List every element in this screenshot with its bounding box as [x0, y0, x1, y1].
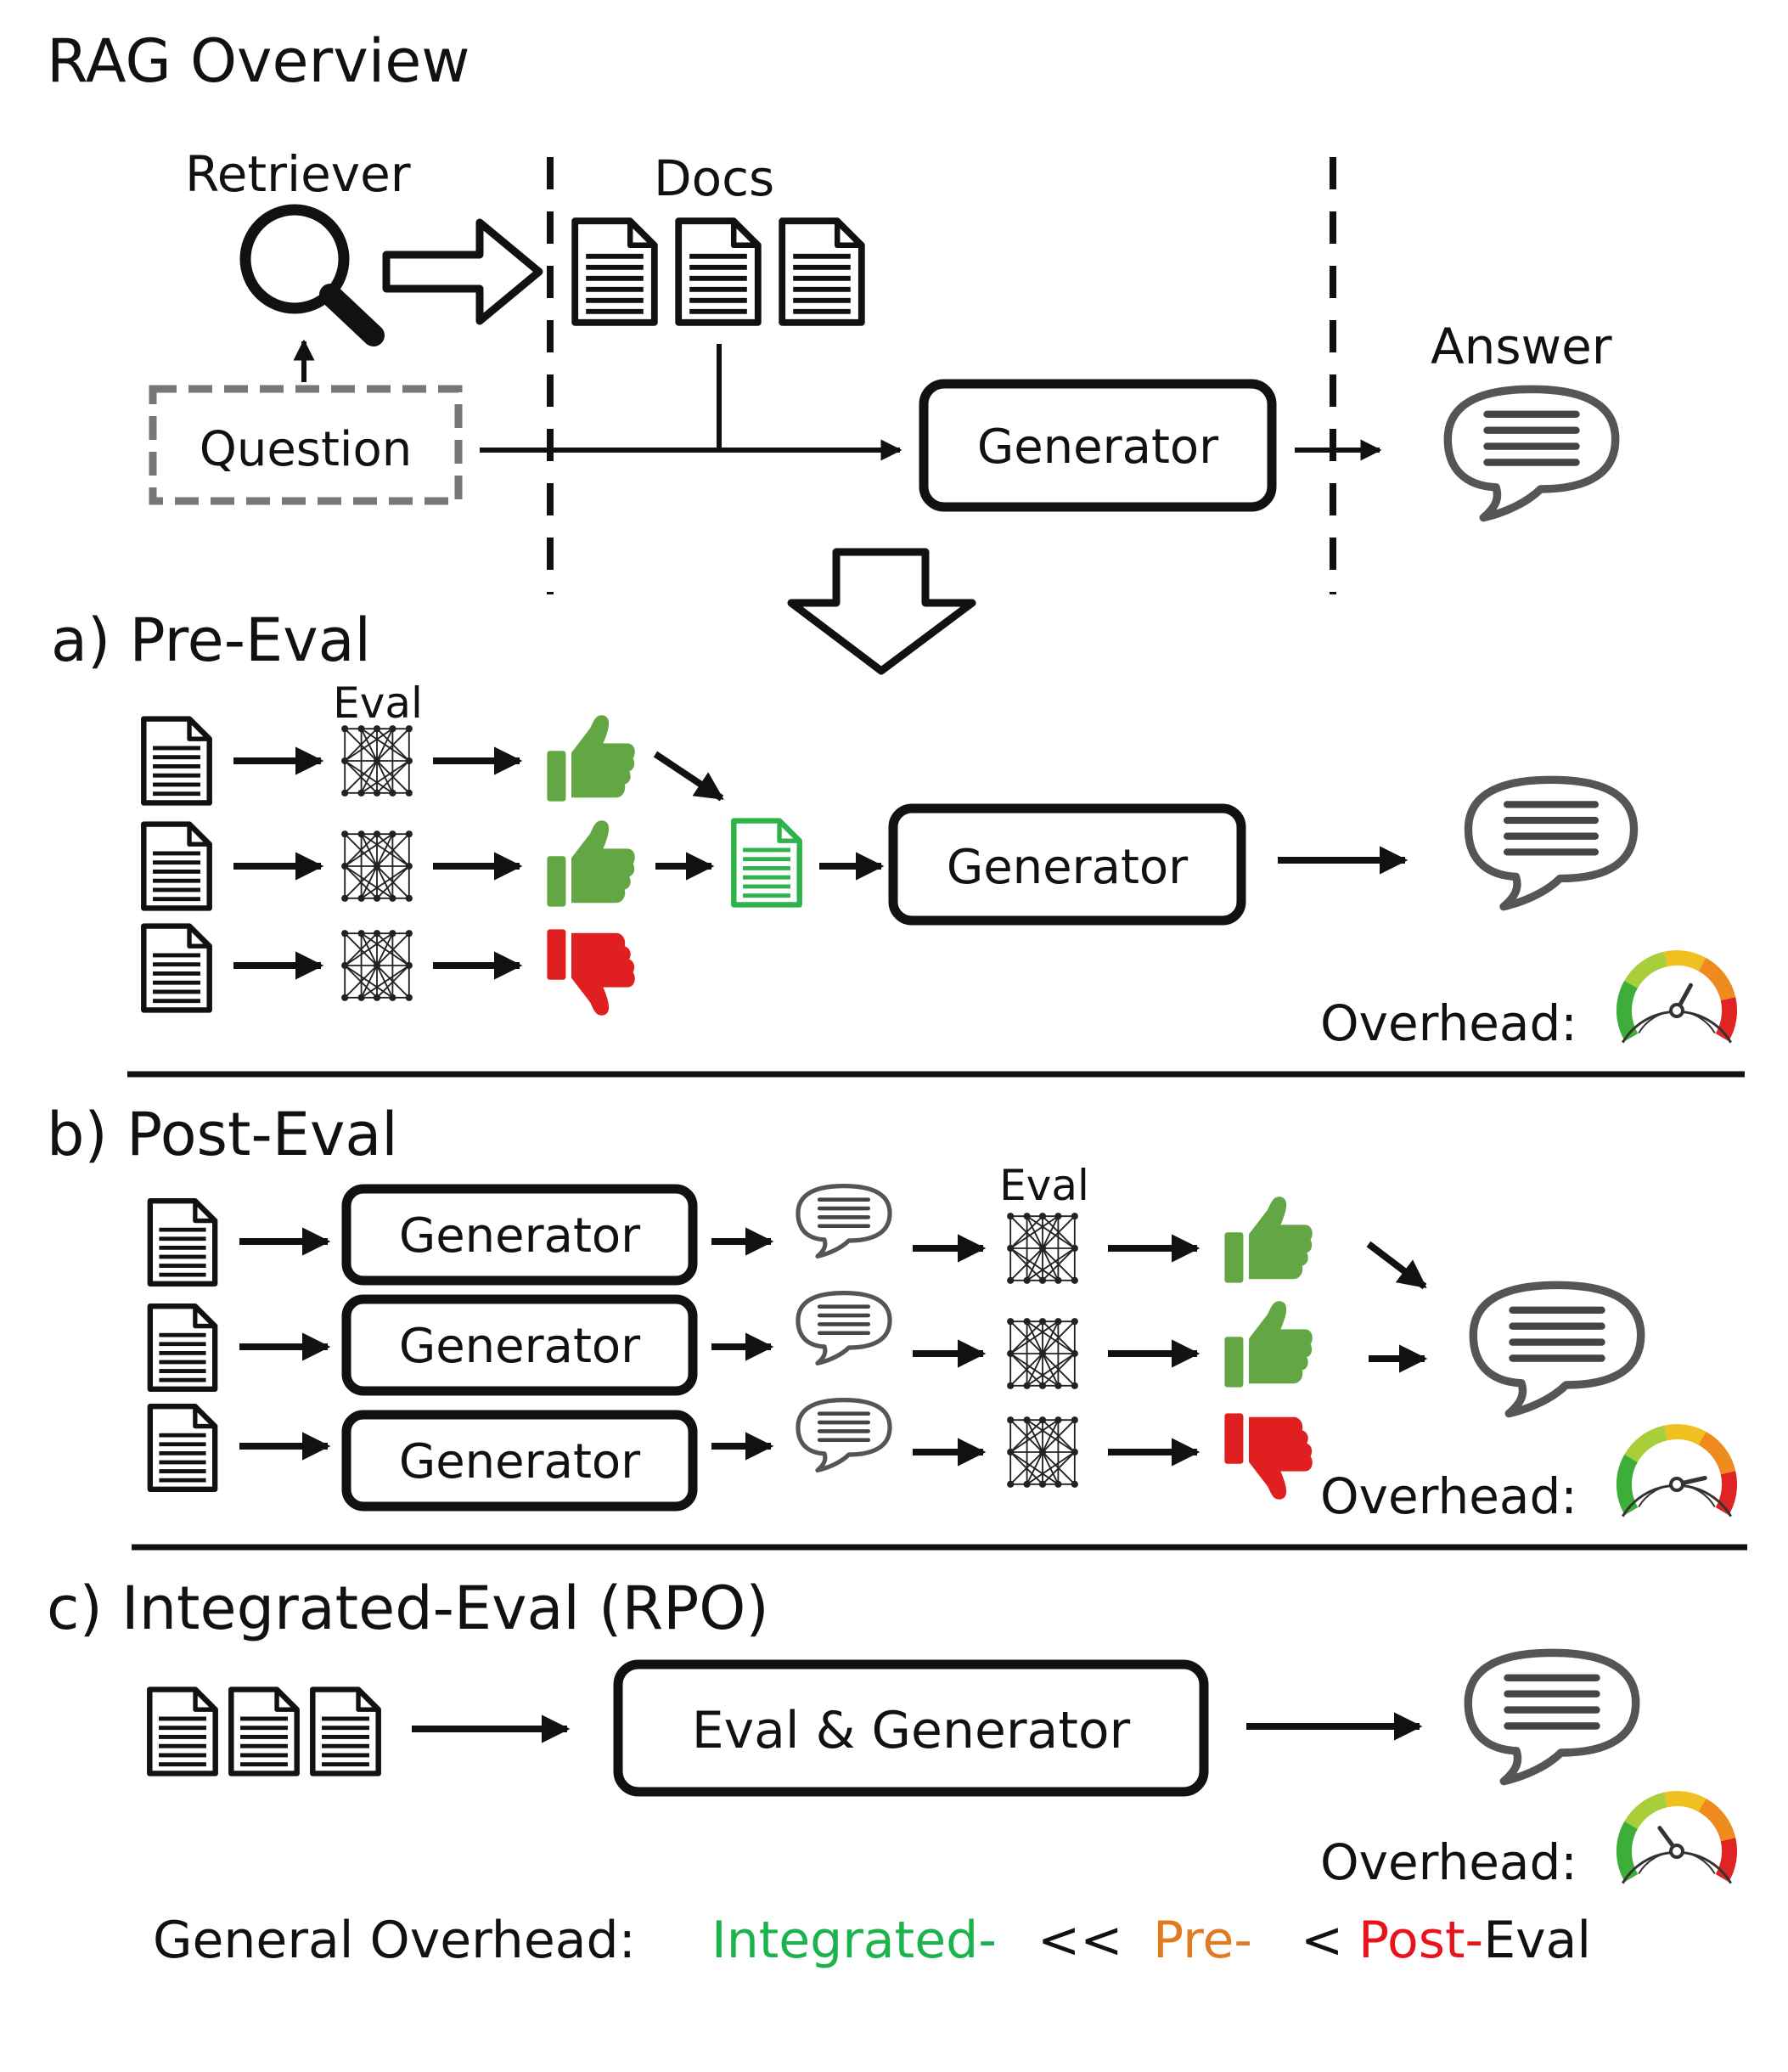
summary-prefix: General Overhead:	[153, 1911, 636, 1970]
document-icon	[143, 926, 209, 1011]
generator-box	[919, 379, 1277, 512]
document-icon	[734, 821, 799, 905]
docs-label: Docs	[654, 149, 774, 207]
speech-bubble-icon	[798, 1293, 890, 1364]
thumbs-up-icon	[1224, 1196, 1313, 1283]
overhead-label: Overhead:	[1320, 1467, 1577, 1525]
integrated-eval-heading: c) Integrated-Eval (RPO)	[47, 1574, 769, 1643]
document-icon	[149, 1690, 215, 1774]
summary-integrated: Integrated-	[711, 1911, 997, 1970]
speech-bubble-icon	[798, 1400, 890, 1471]
summary-post: Post-	[1358, 1911, 1483, 1970]
question-label: Question	[200, 422, 412, 477]
gauge-icon	[1616, 1424, 1738, 1517]
summary-pre: Pre-	[1153, 1911, 1252, 1970]
generator-box	[341, 1294, 698, 1396]
neural-net-icon	[1006, 1317, 1079, 1390]
thumbs-up-icon	[547, 715, 635, 802]
generator-label: Generator	[947, 840, 1189, 895]
document-icon	[312, 1690, 378, 1774]
document-icon	[150, 1306, 215, 1389]
document-icon	[231, 1690, 296, 1774]
overhead-label: Overhead:	[1320, 1833, 1577, 1891]
generator-label: Generator	[399, 1434, 641, 1489]
eval-label: Eval	[999, 1161, 1089, 1210]
thumbs-up-icon	[1224, 1301, 1313, 1388]
search-icon	[239, 204, 385, 346]
document-icon	[143, 825, 209, 909]
hollow-arrow-icon	[787, 548, 976, 675]
generator-label: Generator	[399, 1319, 641, 1374]
speech-bubble-icon	[1473, 1285, 1640, 1413]
neural-net-icon	[340, 830, 413, 903]
eval-generator-box	[613, 1659, 1209, 1797]
thumbs-up-icon	[547, 820, 635, 907]
thumbs-down-icon	[1224, 1413, 1313, 1500]
overhead-label: Overhead:	[1320, 994, 1577, 1052]
post-eval-heading: b) Post-Eval	[47, 1100, 398, 1169]
document-icon	[143, 719, 209, 803]
pre-eval-heading: a) Pre-Eval	[51, 605, 371, 675]
gauge-icon	[1616, 950, 1738, 1044]
document-icon	[150, 1201, 215, 1284]
document-icon	[575, 221, 655, 323]
eval-label: Eval	[333, 678, 423, 728]
speech-bubble-icon	[798, 1186, 890, 1257]
speech-bubble-icon	[1468, 1653, 1635, 1781]
neural-net-icon	[1006, 1416, 1079, 1489]
document-icon	[678, 221, 758, 323]
question-box	[149, 385, 463, 505]
summary-op-less: <	[1301, 1911, 1343, 1970]
neural-net-icon	[1006, 1212, 1079, 1285]
generator-box	[888, 803, 1246, 926]
speech-bubble-icon	[1448, 389, 1615, 517]
flow-arrow	[1366, 1241, 1427, 1290]
neural-net-icon	[340, 929, 413, 1002]
generator-label: Generator	[977, 419, 1219, 475]
generator-box	[341, 1410, 698, 1512]
summary-line: General Overhead: Integrated- << Pre- < Post-…	[153, 1911, 1591, 1970]
flow-arrow	[653, 751, 724, 802]
hollow-arrow-icon	[382, 218, 543, 325]
document-icon	[150, 1406, 215, 1489]
diagram-title: RAG Overview	[47, 26, 470, 96]
summary-op-much-less: <<	[1037, 1911, 1123, 1970]
document-icon	[782, 221, 862, 323]
neural-net-icon	[340, 724, 413, 797]
answer-label: Answer	[1431, 318, 1612, 375]
retriever-label: Retriever	[185, 145, 411, 203]
thumbs-down-icon	[547, 929, 635, 1016]
speech-bubble-icon	[1468, 780, 1633, 906]
generator-box	[341, 1184, 698, 1286]
eval-generator-label: Eval & Generator	[692, 1701, 1131, 1760]
gauge-icon	[1616, 1791, 1738, 1884]
summary-suffix: Eval	[1483, 1911, 1591, 1970]
generator-label: Generator	[399, 1208, 641, 1264]
